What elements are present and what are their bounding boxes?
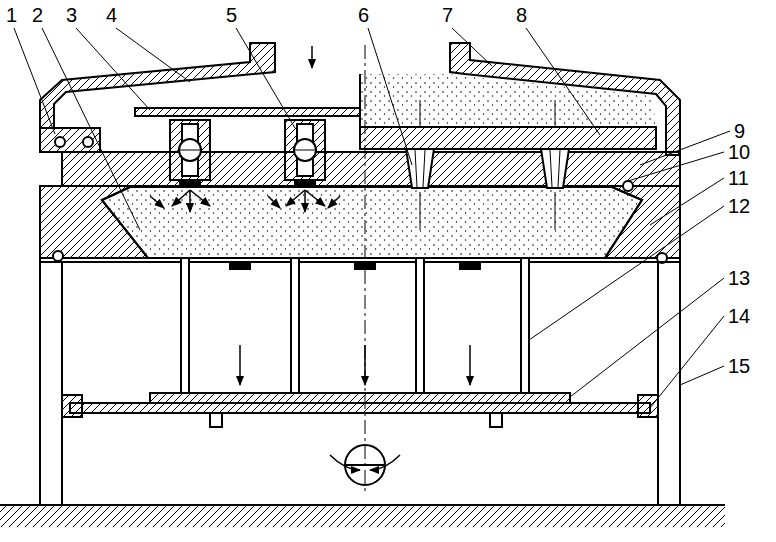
callout-number: 4 xyxy=(106,4,117,26)
callout-number: 11 xyxy=(728,167,749,189)
callout-number: 6 xyxy=(358,4,369,26)
callout-number: 15 xyxy=(728,355,750,377)
callout-number: 1 xyxy=(6,4,17,26)
callout-number: 10 xyxy=(728,141,750,163)
callout-number: 14 xyxy=(728,305,750,327)
callout-number: 2 xyxy=(32,4,43,26)
callout-number: 3 xyxy=(66,4,77,26)
callout-number: 12 xyxy=(728,195,750,217)
callout-number: 8 xyxy=(516,4,527,26)
callout-number: 9 xyxy=(734,120,745,142)
callout-number: 5 xyxy=(226,4,237,26)
callout-number: 13 xyxy=(728,267,750,289)
callout-number: 7 xyxy=(442,4,453,26)
